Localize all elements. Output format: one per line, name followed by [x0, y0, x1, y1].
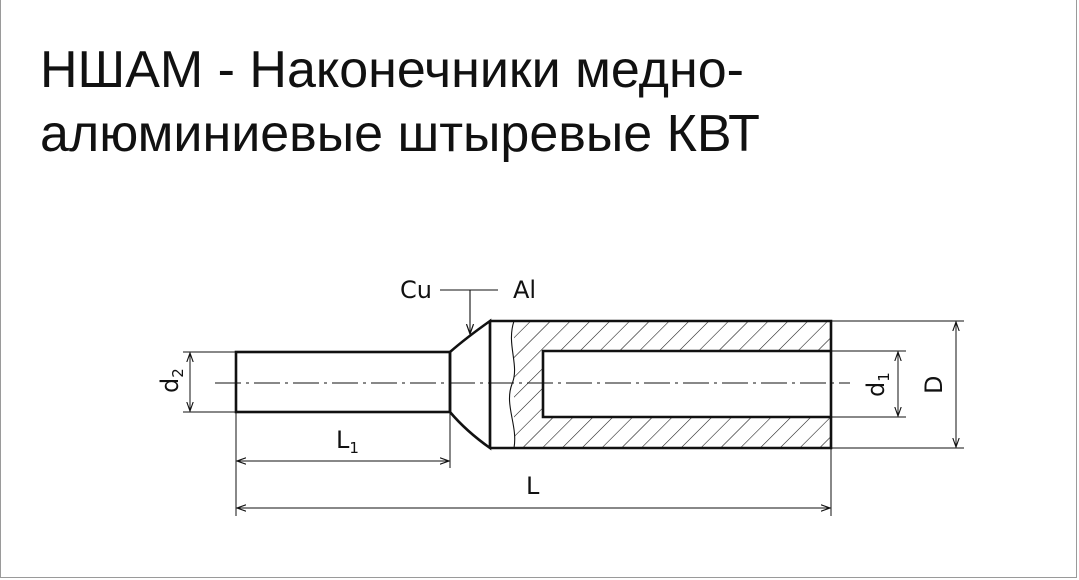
label-l1-sub: 1 — [349, 439, 359, 457]
title-line-2: алюминиевые штыревые КВТ — [40, 105, 760, 163]
svg-text:L1: L1 — [336, 426, 359, 457]
title-line-1: НШАМ - Наконечники медно- — [40, 41, 744, 99]
dimension-l: L — [235, 448, 832, 516]
svg-text:d1: d1 — [862, 372, 893, 397]
break-line — [508, 320, 516, 449]
svg-text:d2: d2 — [156, 368, 187, 393]
label-outer-diameter: D — [920, 376, 948, 394]
label-l: L — [526, 472, 540, 500]
dimension-d1: d1 — [831, 350, 906, 418]
label-d1-sub: 1 — [875, 372, 893, 382]
label-d2: d — [156, 378, 184, 393]
dimension-d2: d2 — [156, 351, 236, 413]
material-callout: Cu Al — [400, 276, 536, 334]
page-title: НШАМ - Наконечники медно- алюминиевые шт… — [40, 38, 1040, 166]
dimension-outer-diameter: D — [831, 320, 964, 449]
label-l1: L — [336, 426, 350, 454]
label-al: Al — [513, 276, 536, 304]
aluminium-barrel — [490, 319, 833, 450]
label-d2-sub: 2 — [169, 368, 187, 378]
label-cu: Cu — [400, 276, 432, 304]
label-d1: d — [862, 382, 890, 397]
barrel-bore — [541, 349, 831, 419]
copper-pin — [234, 350, 452, 414]
barrel-hatching — [490, 320, 831, 449]
transition-cone — [448, 318, 492, 451]
dimension-l1: L1 — [235, 412, 451, 468]
